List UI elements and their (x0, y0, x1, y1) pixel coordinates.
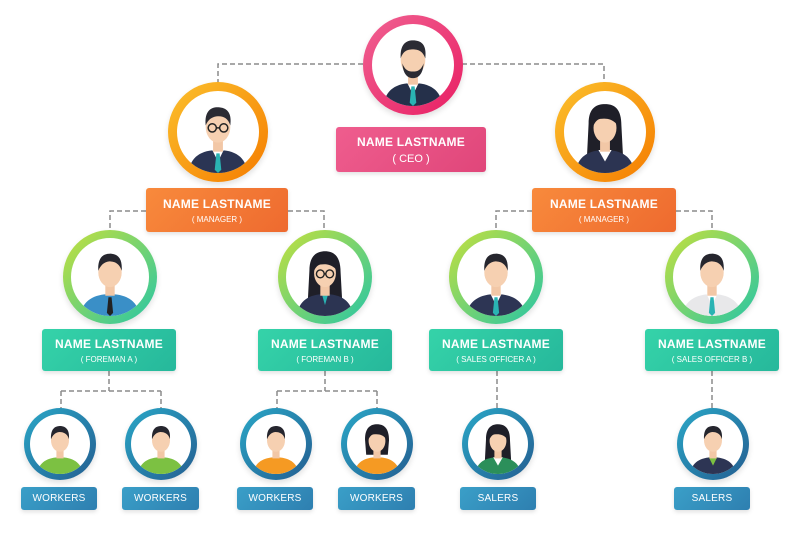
woman-worker-avatar-icon (354, 424, 400, 474)
manager-left-avatar (168, 82, 268, 182)
foreman-b-avatar (278, 230, 372, 324)
bearded-man-avatar-icon (383, 40, 443, 106)
workers-2-name: WORKERS (133, 493, 188, 504)
manager-right-name: NAME LASTNAME (550, 196, 658, 211)
foreman-a-role: ( FOREMAN A ) (80, 354, 138, 364)
workers-3-label: WORKERS (237, 487, 313, 510)
workers-3-avatar (240, 408, 312, 480)
manager-right-role: ( MANAGER ) (578, 214, 630, 224)
salers-2-avatar (677, 408, 749, 480)
sales-officer-b-name: NAME LASTNAME (658, 336, 766, 351)
manager-right-label: NAME LASTNAME ( MANAGER ) (532, 188, 676, 232)
woman-avatar-icon (575, 104, 635, 173)
worker-avatar-icon (37, 426, 83, 474)
ceo-role: ( CEO ) (392, 152, 430, 165)
workers-3-name: WORKERS (248, 493, 302, 504)
workers-2-label: WORKERS (122, 487, 199, 510)
sales-officer-a-role: ( SALES OFFICER A ) (456, 354, 536, 364)
salers-2-name: SALERS (691, 493, 733, 504)
foreman-b-role: ( FOREMAN B ) (296, 354, 354, 364)
man-avatar-icon (466, 253, 526, 316)
ceo-label: NAME LASTNAME ( CEO ) (336, 127, 486, 172)
workers-4-name: WORKERS (349, 493, 404, 504)
manager-right-avatar (555, 82, 655, 182)
manager-left-label: NAME LASTNAME ( MANAGER ) (146, 188, 288, 232)
worker-avatar-icon (253, 426, 299, 474)
manager-left-name: NAME LASTNAME (163, 196, 271, 211)
salers-2-label: SALERS (674, 487, 750, 510)
workers-4-avatar (341, 408, 413, 480)
workers-1-label: WORKERS (21, 487, 97, 510)
woman-saler-avatar-icon (475, 424, 521, 474)
sales-officer-b-role: ( SALES OFFICER B ) (671, 354, 753, 364)
man-saler-avatar-icon (690, 426, 736, 474)
salers-1-label: SALERS (460, 487, 536, 510)
worker-avatar-icon (138, 426, 184, 474)
sales-officer-b-avatar (665, 230, 759, 324)
man-with-glasses-avatar-icon (188, 107, 248, 173)
man-avatar-icon (80, 253, 140, 316)
foreman-a-label: NAME LASTNAME ( FOREMAN A ) (42, 329, 176, 371)
sales-officer-b-label: NAME LASTNAME ( SALES OFFICER B ) (645, 329, 779, 371)
foreman-a-avatar (63, 230, 157, 324)
workers-4-label: WORKERS (338, 487, 415, 510)
foreman-b-name: NAME LASTNAME (271, 336, 379, 351)
workers-1-name: WORKERS (32, 493, 86, 504)
sales-officer-a-label: NAME LASTNAME ( SALES OFFICER A ) (429, 329, 563, 371)
salers-1-name: SALERS (477, 493, 519, 504)
man-avatar-icon (682, 253, 742, 316)
workers-2-avatar (125, 408, 197, 480)
salers-1-avatar (462, 408, 534, 480)
foreman-b-label: NAME LASTNAME ( FOREMAN B ) (258, 329, 392, 371)
ceo-avatar (363, 15, 463, 115)
sales-officer-a-name: NAME LASTNAME (442, 336, 550, 351)
sales-officer-a-avatar (449, 230, 543, 324)
manager-left-role: ( MANAGER ) (191, 214, 243, 224)
woman-with-glasses-avatar-icon (296, 251, 354, 316)
foreman-a-name: NAME LASTNAME (55, 336, 163, 351)
ceo-name: NAME LASTNAME (357, 134, 465, 149)
workers-1-avatar (24, 408, 96, 480)
